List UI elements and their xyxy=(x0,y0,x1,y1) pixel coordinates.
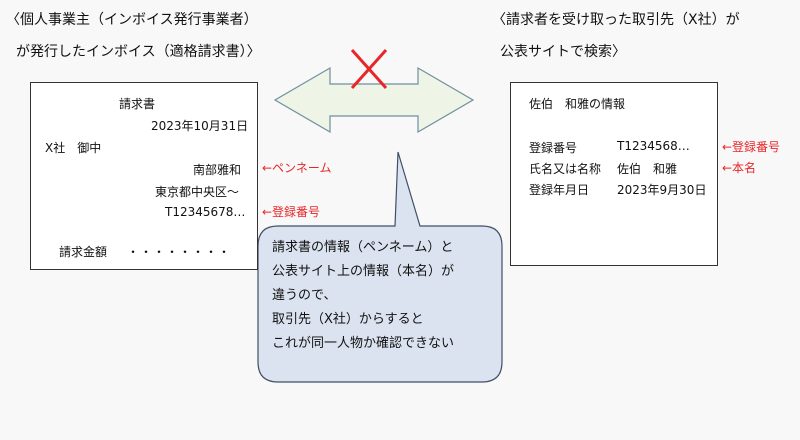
pen-name-annotation: ←ペンネーム xyxy=(262,161,332,175)
site-info-box: 佐伯 和雅の情報 登録番号 T1234568… 氏名又は名称 佐伯 和雅 登録年… xyxy=(510,82,718,266)
left-caption-line2: が発行したインボイス（適格請求書）〉 xyxy=(16,44,261,60)
cross-icon xyxy=(350,48,388,90)
double-arrow-shape xyxy=(273,66,475,134)
site-reg-number-annotation: ←登録番号 xyxy=(722,140,781,154)
right-caption-line2: 公表サイトで検索〉 xyxy=(500,44,626,60)
invoice-box: 請求書 2023年10月31日 X社 御中 南部雅和 東京都中央区〜 T1234… xyxy=(30,82,258,270)
site-info-title: 佐伯 和雅の情報 xyxy=(529,97,626,111)
real-name-annotation: ←本名 xyxy=(722,161,757,175)
right-caption-line1: 〈請求者を受け取った取引先（X社）が xyxy=(492,12,740,28)
site-row-reg-label: 登録番号 xyxy=(529,141,578,155)
invoice-title: 請求書 xyxy=(119,97,156,111)
site-row-date-label: 登録年月日 xyxy=(529,183,590,197)
bubble-message: 請求書の情報（ペンネーム）と 公表サイト上の情報（本名）が 違うので、 取引先（… xyxy=(272,236,454,356)
bubble-line: 違うので、 xyxy=(272,288,337,303)
bubble-line: 請求書の情報（ペンネーム）と xyxy=(272,240,454,255)
site-row-date-value: 2023年9月30日 xyxy=(617,183,707,197)
site-row-reg-value: T1234568… xyxy=(617,139,690,153)
bubble-line: 公表サイト上の情報（本名）が xyxy=(272,264,455,279)
site-row-name-label: 氏名又は名称 xyxy=(529,162,602,176)
left-caption-line1: 〈個人事業主（インボイス発行事業者） xyxy=(6,12,258,28)
invoice-amount-label: 請求金額 xyxy=(59,245,108,259)
invoice-date: 2023年10月31日 xyxy=(151,119,249,133)
speech-bubble-shape xyxy=(257,151,503,383)
invoice-address: 東京都中央区〜 xyxy=(155,185,240,199)
bubble-line: これが同一人物か確認できない xyxy=(272,336,455,351)
site-row-name-value: 佐伯 和雅 xyxy=(617,162,678,176)
invoice-name: 南部雅和 xyxy=(193,163,242,177)
invoice-amount-dots: ・・・・・・・・ xyxy=(127,245,232,259)
bubble-line: 取引先（X社）からすると xyxy=(272,312,424,327)
invoice-reg-number-annotation: ←登録番号 xyxy=(262,205,321,219)
invoice-addressee: X社 御中 xyxy=(45,141,102,155)
invoice-reg-number: T12345678… xyxy=(165,205,246,219)
